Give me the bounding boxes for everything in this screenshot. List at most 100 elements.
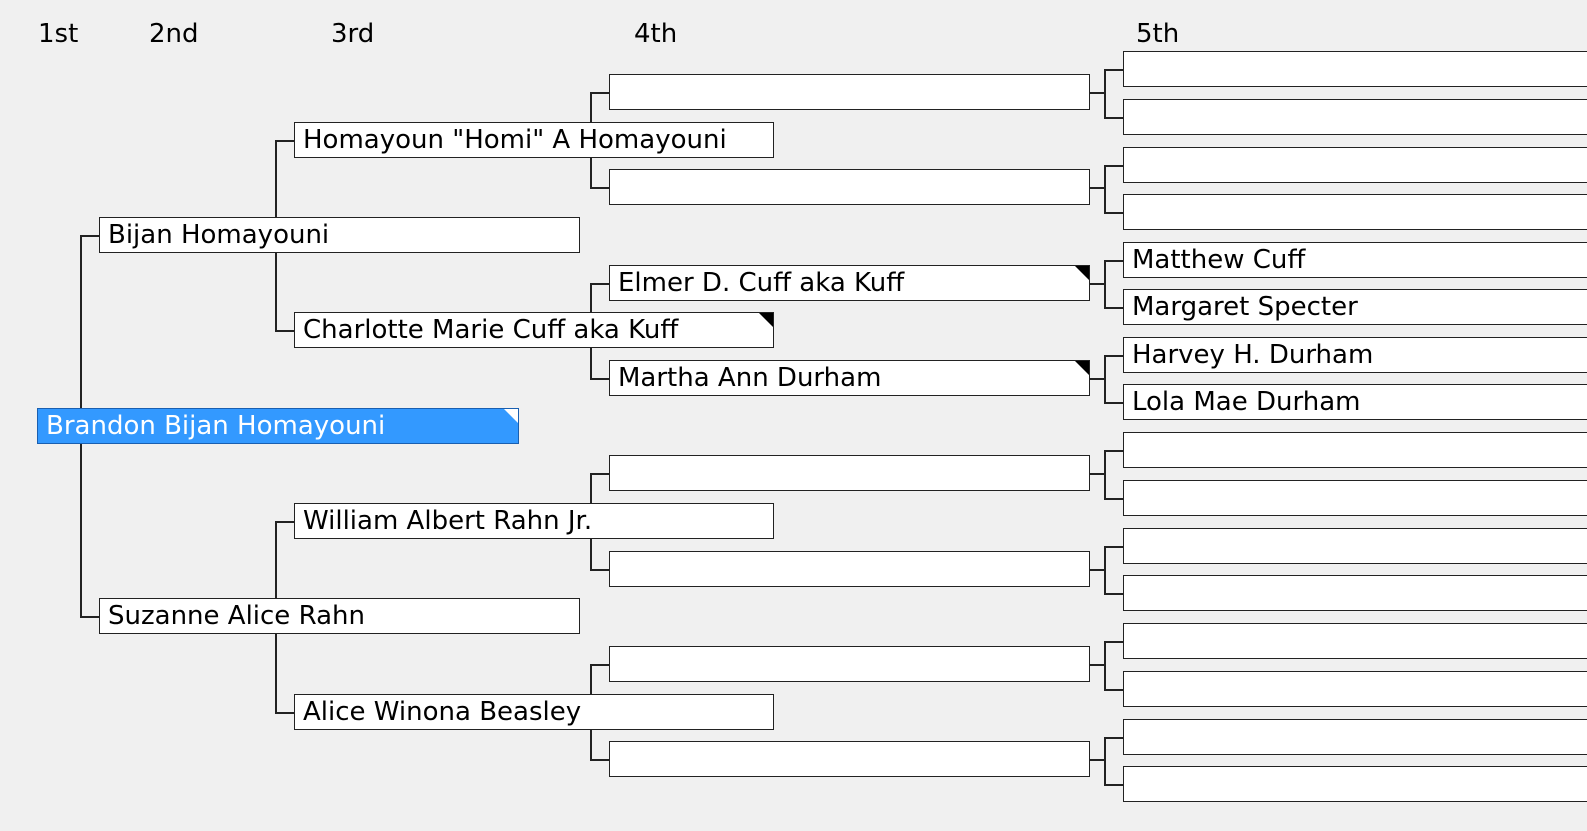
connector-line (1104, 212, 1123, 214)
connector-line (80, 616, 99, 618)
person-name: Matthew Cuff (1132, 245, 1306, 275)
connector-line (1104, 69, 1106, 117)
connector-line (1104, 737, 1106, 784)
connector-line (1104, 546, 1123, 548)
person-name: Brandon Bijan Homayouni (46, 411, 386, 441)
person-box-gen4-3[interactable]: Martha Ann Durham (609, 360, 1090, 396)
person-box-gen1-0[interactable]: Brandon Bijan Homayouni (37, 408, 519, 444)
connector-line (1090, 92, 1104, 94)
connector-line (1104, 355, 1106, 402)
connector-line (590, 92, 609, 94)
person-box-gen5-13[interactable] (1123, 671, 1587, 707)
person-box-gen5-3[interactable] (1123, 194, 1587, 230)
connector-line (1090, 473, 1104, 475)
connector-line (1090, 569, 1104, 571)
person-box-gen5-7[interactable]: Lola Mae Durham (1123, 384, 1587, 420)
person-box-gen4-6[interactable] (609, 646, 1090, 682)
connector-line (275, 330, 294, 332)
person-name: Suzanne Alice Rahn (108, 601, 365, 631)
connector-line (590, 664, 609, 666)
connector-line (1104, 641, 1123, 643)
connector-line (1104, 260, 1123, 262)
connector-line (1090, 187, 1104, 189)
connector-line (1104, 307, 1123, 309)
person-box-gen2-0[interactable]: Bijan Homayouni (99, 217, 580, 253)
connector-line (1090, 759, 1104, 761)
person-box-gen5-15[interactable] (1123, 766, 1587, 802)
person-box-gen4-0[interactable] (609, 74, 1090, 110)
connector-line (275, 140, 294, 142)
connector-line (1104, 641, 1106, 689)
connector-line (590, 473, 609, 475)
connector-line (590, 378, 609, 380)
more-ancestors-corner-icon (1075, 361, 1089, 375)
connector-line (1104, 165, 1123, 167)
person-name: Elmer D. Cuff aka Kuff (618, 268, 905, 298)
person-box-gen5-8[interactable] (1123, 432, 1587, 468)
connector-line (275, 712, 294, 714)
person-box-gen3-1[interactable]: Charlotte Marie Cuff aka Kuff (294, 312, 774, 348)
person-box-gen4-1[interactable] (609, 169, 1090, 205)
connector-line (1104, 450, 1123, 452)
person-box-gen5-14[interactable] (1123, 719, 1587, 755)
person-box-gen3-2[interactable]: William Albert Rahn Jr. (294, 503, 774, 539)
person-name: Bijan Homayouni (108, 220, 330, 250)
connector-line (1104, 546, 1106, 593)
person-name: Homayoun "Homi" A Homayouni (303, 125, 727, 155)
connector-line (1104, 498, 1123, 500)
more-ancestors-corner-icon (504, 409, 518, 423)
person-box-gen5-4[interactable]: Matthew Cuff (1123, 242, 1587, 278)
connector-line (1104, 117, 1123, 119)
connector-line (1104, 69, 1123, 71)
person-name: Harvey H. Durham (1132, 340, 1374, 370)
person-box-gen4-4[interactable] (609, 455, 1090, 491)
connector-line (1104, 402, 1123, 404)
connector-line (1090, 378, 1104, 380)
gen-header-1st: 1st (38, 19, 79, 49)
connector-line (1090, 283, 1104, 285)
connector-line (1104, 355, 1123, 357)
person-name: Margaret Specter (1132, 292, 1358, 322)
person-box-gen5-12[interactable] (1123, 623, 1587, 659)
connector-line (1090, 664, 1104, 666)
person-box-gen3-3[interactable]: Alice Winona Beasley (294, 694, 774, 730)
connector-line (1104, 784, 1123, 786)
person-box-gen5-9[interactable] (1123, 480, 1587, 516)
person-box-gen5-11[interactable] (1123, 575, 1587, 611)
person-box-gen4-7[interactable] (609, 741, 1090, 777)
connector-line (1104, 165, 1106, 212)
gen-header-4th: 4th (634, 19, 678, 49)
connector-line (275, 521, 294, 523)
connector-line (1104, 689, 1123, 691)
more-ancestors-corner-icon (1075, 266, 1089, 280)
person-box-gen5-1[interactable] (1123, 99, 1587, 135)
person-box-gen4-5[interactable] (609, 551, 1090, 587)
person-box-gen5-10[interactable] (1123, 528, 1587, 564)
person-name: Martha Ann Durham (618, 363, 882, 393)
connector-line (1104, 593, 1123, 595)
gen-header-3rd: 3rd (331, 19, 375, 49)
person-name: Charlotte Marie Cuff aka Kuff (303, 315, 679, 345)
person-box-gen5-5[interactable]: Margaret Specter (1123, 289, 1587, 325)
person-box-gen5-6[interactable]: Harvey H. Durham (1123, 337, 1587, 373)
connector-line (1104, 737, 1123, 739)
connector-line (1104, 260, 1106, 307)
connector-line (80, 235, 99, 237)
connector-line (590, 569, 609, 571)
person-box-gen2-1[interactable]: Suzanne Alice Rahn (99, 598, 580, 634)
more-ancestors-corner-icon (759, 313, 773, 327)
person-box-gen3-0[interactable]: Homayoun "Homi" A Homayouni (294, 122, 774, 158)
connector-line (590, 283, 609, 285)
person-name: Lola Mae Durham (1132, 387, 1361, 417)
person-box-gen4-2[interactable]: Elmer D. Cuff aka Kuff (609, 265, 1090, 301)
person-box-gen5-0[interactable] (1123, 51, 1587, 87)
connector-line (1104, 450, 1106, 498)
connector-line (590, 759, 609, 761)
connector-line (590, 187, 609, 189)
person-box-gen5-2[interactable] (1123, 147, 1587, 183)
gen-header-5th: 5th (1136, 19, 1180, 49)
person-name: Alice Winona Beasley (303, 697, 582, 727)
person-name: William Albert Rahn Jr. (303, 506, 593, 536)
gen-header-2nd: 2nd (149, 19, 199, 49)
